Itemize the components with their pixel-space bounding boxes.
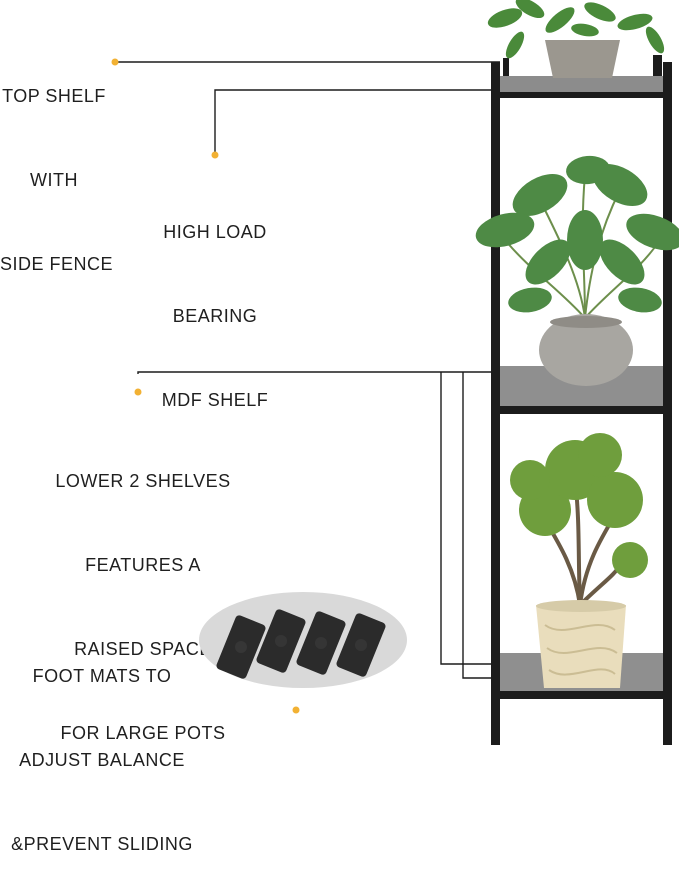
dot-top-shelf — [111, 58, 119, 66]
frame-crossbar-top — [500, 90, 663, 98]
callout-lower-shelves-line-4: FOR LARGE POTS — [60, 723, 226, 743]
stand-frame — [491, 55, 672, 745]
callout-high-load-line-2: BEARING — [172, 306, 258, 326]
middle-plant-leaves — [475, 155, 679, 313]
dot-foot-mats — [292, 706, 300, 714]
callout-dots — [111, 58, 300, 714]
bottom-pot — [536, 605, 626, 688]
callout-lower-shelves-line-3: RAISED SPACE — [74, 639, 212, 659]
frame-post-front-left — [491, 62, 500, 745]
callout-foot-mats-line-2: ADJUST BALANCE — [19, 750, 185, 770]
callout-top-shelf: TOP SHELF WITH SIDE FENCE — [0, 26, 114, 306]
foot-mats — [199, 592, 407, 688]
callout-lower-shelves-line-2: FEATURES A — [85, 555, 201, 575]
frame-post-right — [663, 62, 672, 745]
bottom-pot-pattern — [544, 624, 618, 676]
callout-high-load: HIGH LOAD BEARING MDF SHELF — [154, 162, 276, 442]
dot-lower-shelves — [134, 388, 142, 396]
dot-high-load — [211, 151, 219, 159]
shelf-top — [500, 76, 663, 92]
leader-line-high-load — [214, 89, 500, 155]
callout-top-shelf-line-1: TOP SHELF — [2, 86, 106, 106]
bottom-plant-foliage — [510, 433, 648, 578]
leader-line-lower-bottom — [440, 372, 505, 665]
callout-high-load-line-1: HIGH LOAD — [163, 222, 267, 242]
frame-side-fence — [653, 55, 662, 77]
callout-foot-mats-line-1: FOOT MATS TO — [32, 666, 172, 686]
plant-stand-illustration — [111, 0, 679, 745]
frame-crossbar-low — [500, 690, 663, 699]
top-plant-leaves — [487, 0, 665, 59]
callout-top-shelf-line-3: SIDE FENCE — [0, 254, 114, 274]
top-pot — [545, 40, 620, 78]
middle-pot — [539, 314, 633, 386]
top-plant — [487, 0, 665, 78]
leader-line-lower-shelves — [137, 371, 510, 374]
leader-lines — [115, 61, 510, 679]
callout-high-load-line-3: MDF SHELF — [161, 390, 269, 410]
callout-foot-mats-line-3: &PREVENT SLIDING — [11, 834, 193, 854]
middle-plant — [475, 155, 679, 386]
bottom-plant — [510, 433, 648, 688]
callout-top-shelf-line-2: WITH — [30, 170, 78, 190]
callout-lower-shelves-line-1: LOWER 2 SHELVES — [55, 471, 231, 491]
frame-crossbar-mid — [500, 405, 663, 414]
callout-lower-shelves: LOWER 2 SHELVES FEATURES A RAISED SPACE … — [50, 411, 236, 775]
frame-post-back-left — [503, 58, 509, 78]
